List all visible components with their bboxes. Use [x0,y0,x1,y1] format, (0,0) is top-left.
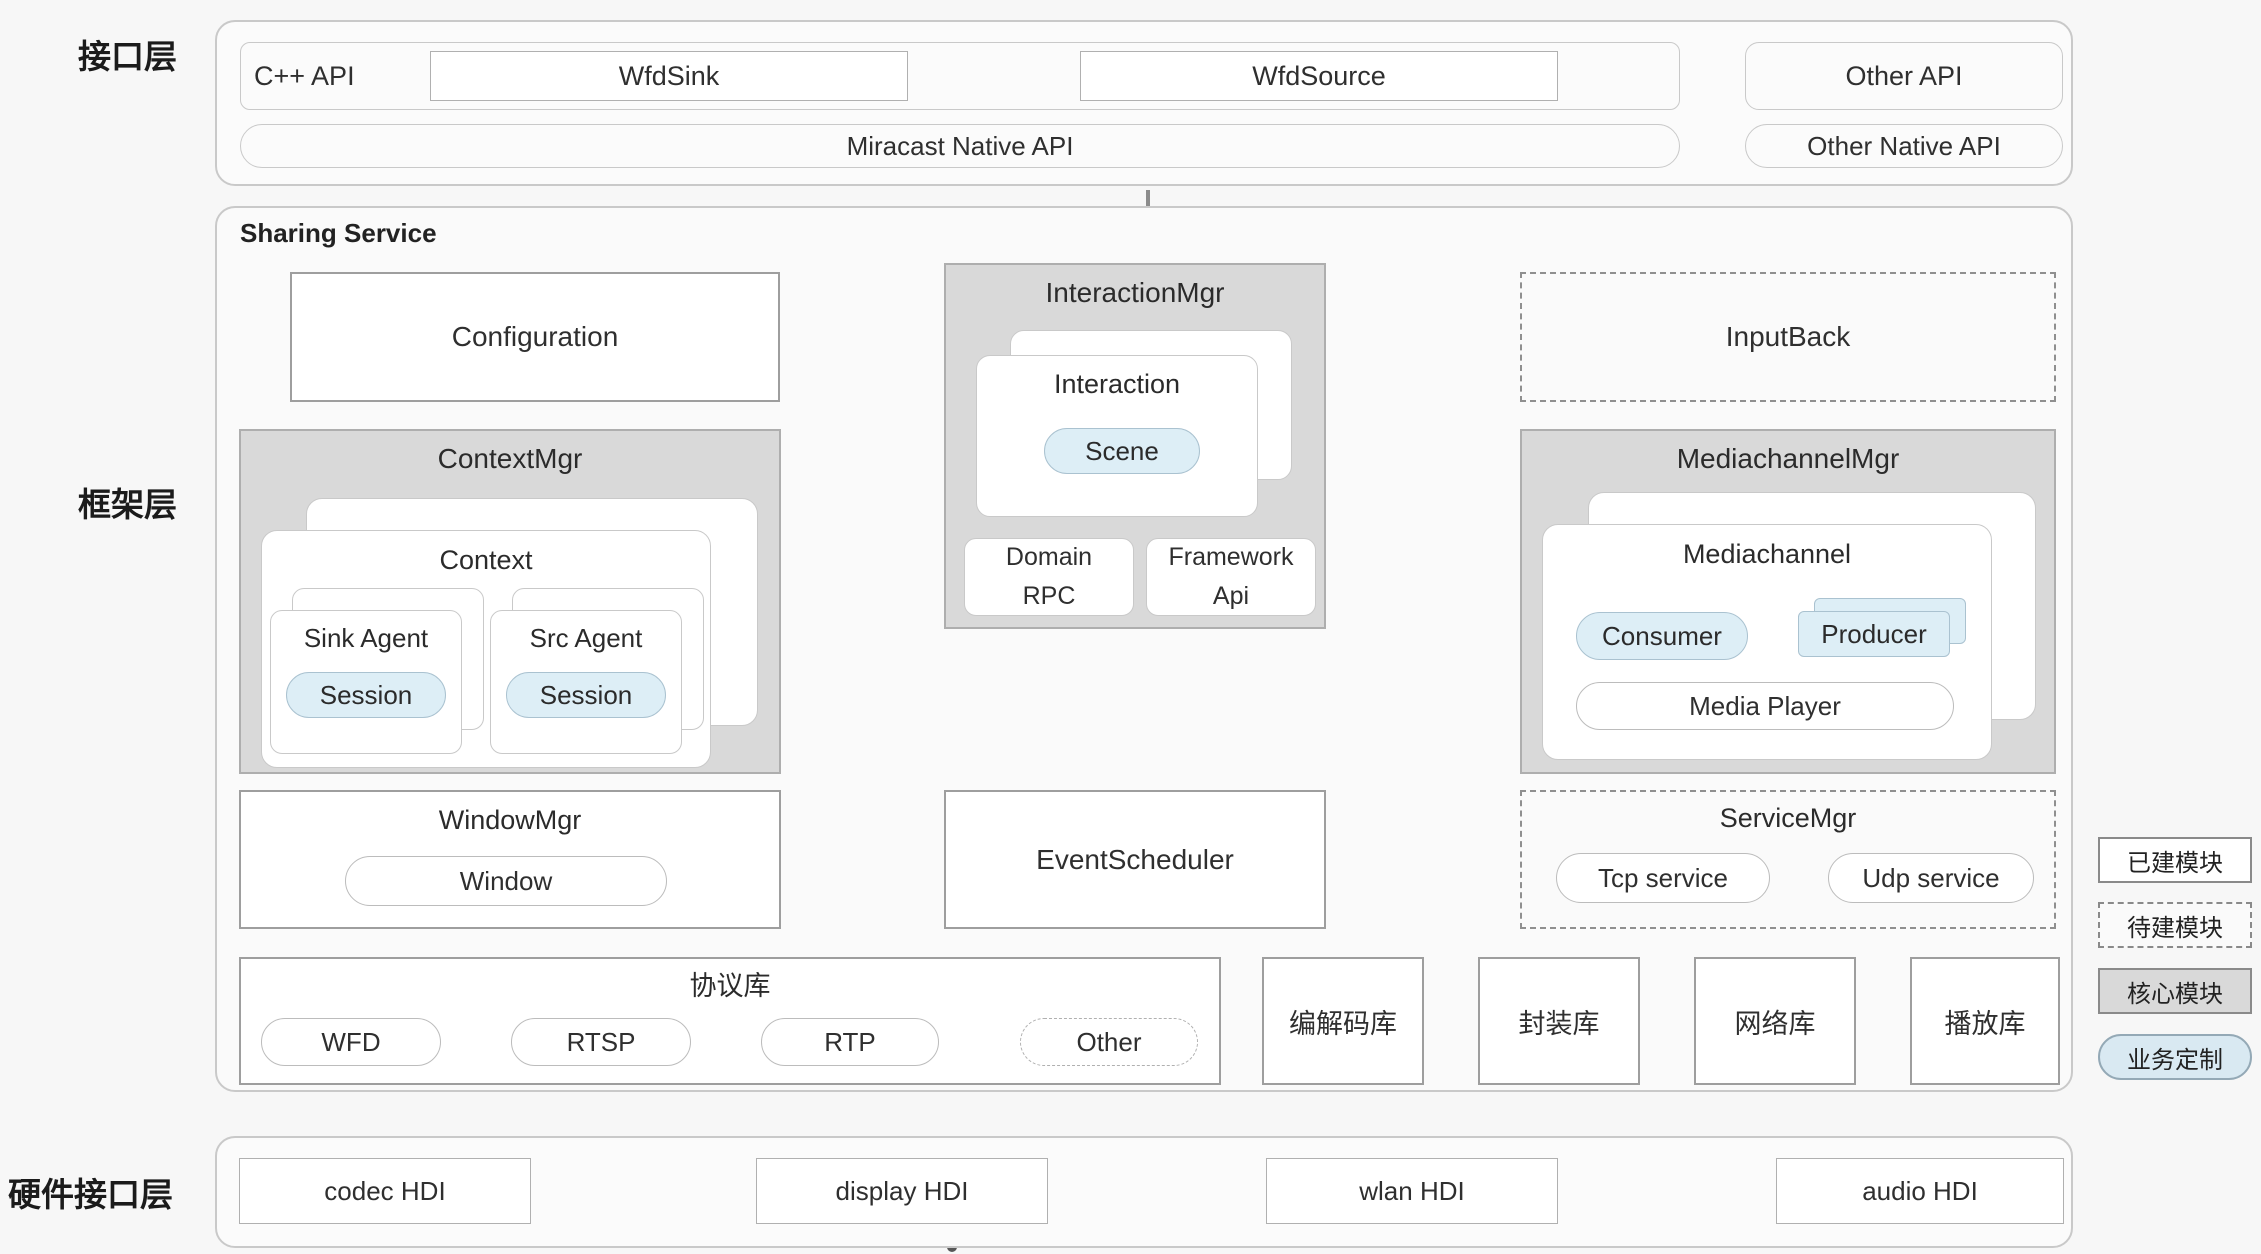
domain-rpc-box: Domain RPC [964,538,1134,616]
other-api-box: Other API [1745,42,2063,110]
media-player-pill: Media Player [1576,682,1954,730]
configuration-box: Configuration [290,272,780,402]
windowmgr-title: WindowMgr [438,804,582,835]
cpp-api-row [240,42,1680,110]
mediachannel-card-title: Mediachannel [1682,538,1852,569]
legend-custom: 业务定制 [2098,1034,2252,1080]
framework-api-line2: Api [1212,582,1250,610]
tcp-service-pill: Tcp service [1556,853,1770,903]
protocol-lib-title: 协议库 [689,970,771,1001]
consumer-pill: Consumer [1576,612,1748,660]
codec-hdi-box: codec HDI [239,1158,531,1224]
src-session-pill: Session [506,672,666,718]
eventscheduler-box: EventScheduler [944,790,1326,929]
src-agent-title: Src Agent [529,622,643,653]
mediachannelmgr-title: MediachannelMgr [1676,443,1900,474]
other-protocol-pill: Other [1020,1018,1198,1066]
interactionmgr-title: InteractionMgr [1045,277,1225,308]
legend-core: 核心模块 [2098,968,2252,1014]
framework-layer-label: 框架层 [78,486,177,523]
inputback-box: InputBack [1520,272,2056,402]
interaction-card-title: Interaction [1053,368,1181,399]
scene-pill: Scene [1044,428,1200,474]
audio-hdi-box: audio HDI [1776,1158,2064,1224]
wfdsink-box: WfdSink [430,51,908,101]
package-lib-box: 封装库 [1478,957,1640,1085]
framework-api-line1: Framework [1168,543,1294,572]
sink-agent-title: Sink Agent [303,622,429,653]
context-card-title: Context [439,544,533,575]
wfd-pill: WFD [261,1018,441,1066]
servicemgr-title: ServiceMgr [1719,802,1857,833]
hardware-layer-label: 硬件接口层 [8,1176,173,1213]
codec-lib-box: 编解码库 [1262,957,1424,1085]
miracast-native-api-bar: Miracast Native API [240,124,1680,168]
contextmgr-title: ContextMgr [437,443,583,474]
servicemgr-box [1520,790,2056,929]
producer-card: Producer [1798,611,1950,657]
legend-planned: 待建模块 [2098,902,2252,948]
domain-rpc-line2: RPC [1022,582,1076,610]
legend-built: 已建模块 [2098,837,2252,883]
other-native-api-box: Other Native API [1745,124,2063,168]
framework-api-box: Framework Api [1146,538,1316,616]
display-hdi-box: display HDI [756,1158,1048,1224]
wlan-hdi-box: wlan HDI [1266,1158,1558,1224]
rtp-pill: RTP [761,1018,939,1066]
sharing-service-title: Sharing Service [240,218,437,248]
window-pill: Window [345,856,667,906]
interface-layer-label: 接口层 [78,38,177,75]
wfdsource-box: WfdSource [1080,51,1558,101]
rtsp-pill: RTSP [511,1018,691,1066]
sink-session-pill: Session [286,672,446,718]
player-lib-box: 播放库 [1910,957,2060,1085]
cpp-api-label: C++ API [254,60,355,91]
udp-service-pill: Udp service [1828,853,2034,903]
network-lib-box: 网络库 [1694,957,1856,1085]
domain-rpc-line1: Domain [1005,543,1093,572]
